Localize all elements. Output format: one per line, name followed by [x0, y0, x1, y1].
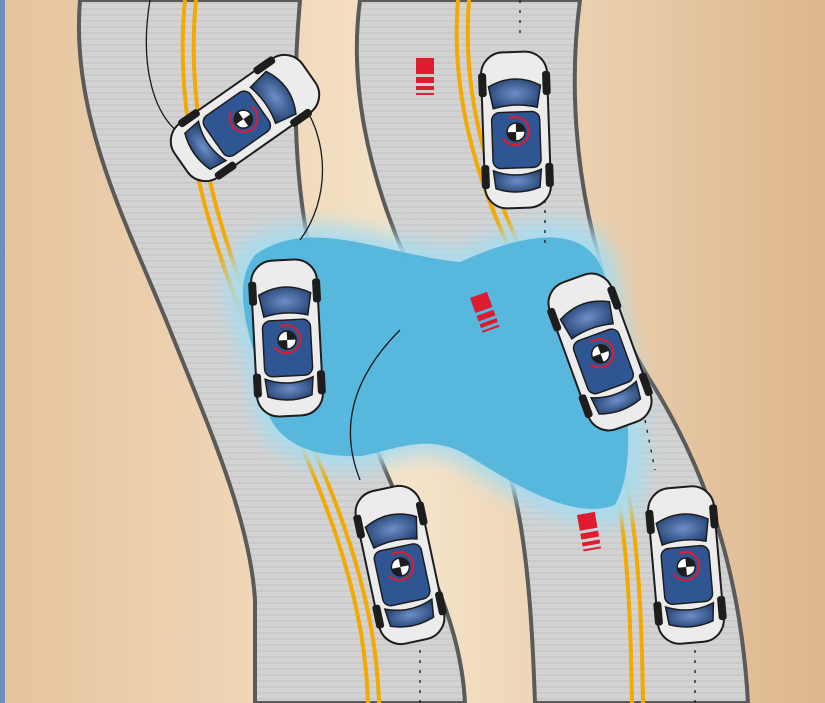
right-car-bottom [643, 484, 728, 646]
left-car-middle [247, 258, 327, 418]
right-car-top [477, 51, 554, 209]
left-border-strip [0, 0, 5, 703]
